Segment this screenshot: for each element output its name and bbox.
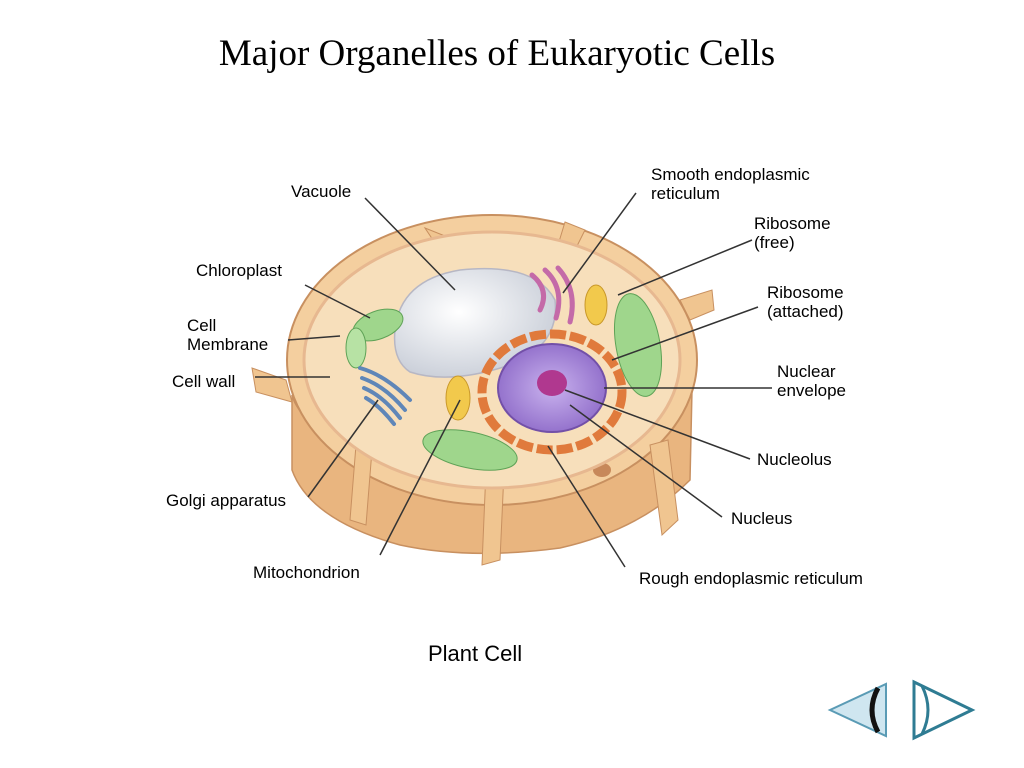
label-nuclear-envelope: Nuclear envelope [777,362,847,400]
label-mitochondrion: Mitochondrion [253,563,360,582]
label-nucleolus: Nucleolus [757,450,832,469]
label-smooth-er: Smooth endoplasmic reticulum [651,165,810,203]
slide-title: Major Organelles of Eukaryotic Cells [218,33,776,74]
golgi-apparatus [358,366,412,426]
previous-arrow-icon [827,682,887,738]
label-ribosome-attached: Ribosome (attached) [767,283,844,321]
label-cell-wall: Cell wall [172,372,236,391]
label-chloroplast: Chloroplast [196,261,282,280]
label-vacuole: Vacuole [291,182,352,201]
smooth-er [529,265,575,325]
next-slide-button[interactable] [910,678,976,747]
label-nucleus: Nucleus [731,509,793,528]
chloroplast [345,293,662,471]
leader-lines [255,192,772,568]
label-golgi-apparatus: Golgi apparatus [166,491,287,510]
nucleolus [537,370,567,396]
vacuole [393,267,557,378]
label-rough-er: Rough endoplasmic reticulum [639,569,863,588]
diagram-caption: Plant Cell [428,641,523,666]
next-arrow-icon [912,679,976,741]
label-ribosome-free: Ribosome (free) [754,214,831,252]
mitochondrion [445,284,608,421]
rough-er [477,329,627,455]
previous-slide-button[interactable] [826,680,890,745]
label-cell-membrane: Cell Membrane [187,316,269,354]
